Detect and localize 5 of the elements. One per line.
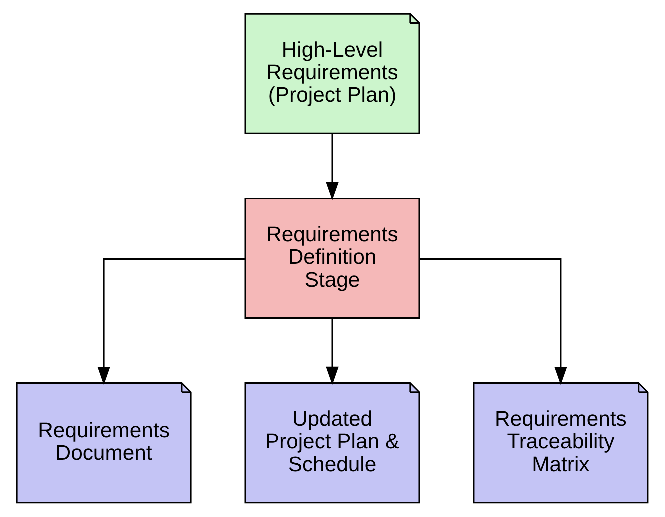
arrow [326,134,339,201]
arrow [98,258,246,386]
arrow [420,258,568,386]
arrow [326,318,339,386]
node-box: Requirements Definition Stage [244,198,420,320]
